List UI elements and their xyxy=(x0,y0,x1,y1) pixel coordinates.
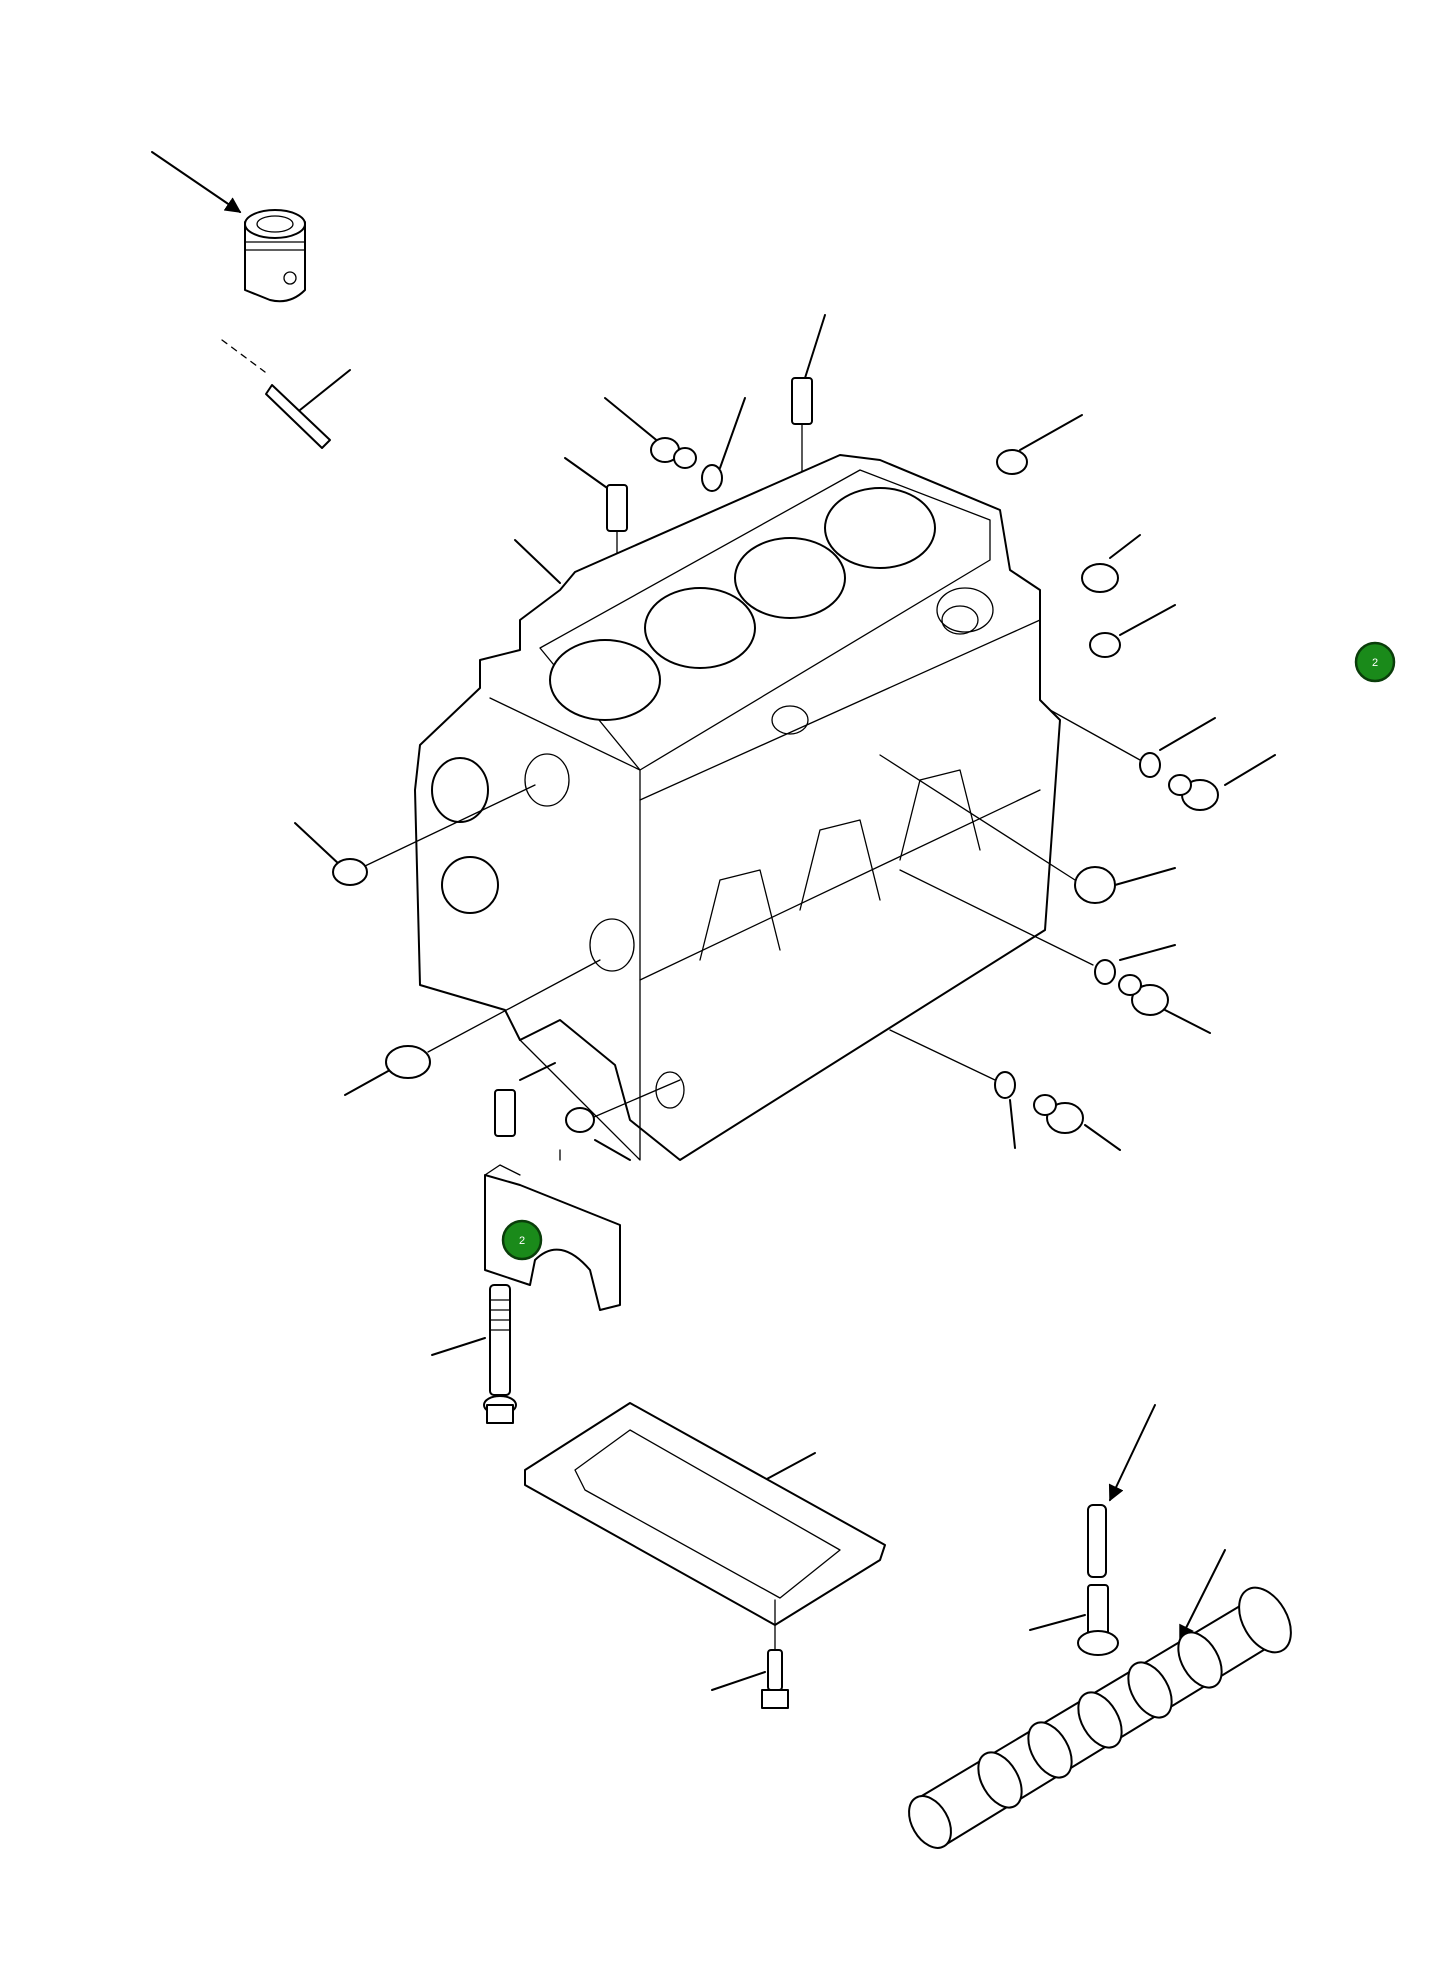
bearing-cap-bolt[interactable] xyxy=(431,1284,517,1424)
oil-pan-gasket[interactable] xyxy=(524,1402,886,1626)
main-bearing-cap[interactable] xyxy=(484,1149,621,1311)
svg-text:2: 2 xyxy=(519,1235,525,1247)
valve-tappet[interactable] xyxy=(1029,1584,1119,1656)
washer-right-2[interactable] xyxy=(899,869,1176,985)
piston-pin[interactable] xyxy=(221,339,351,449)
tappet-pin[interactable] xyxy=(1087,1404,1156,1578)
washer-right-1[interactable] xyxy=(1049,709,1216,778)
cup-plug-left-upper[interactable] xyxy=(294,784,536,886)
washer-top[interactable] xyxy=(701,397,746,492)
plug-bottom[interactable] xyxy=(1033,1094,1121,1151)
cup-plug-right-3[interactable] xyxy=(879,754,1176,904)
plug-right-2[interactable] xyxy=(1118,974,1211,1034)
gasket-bolt[interactable] xyxy=(711,1599,789,1709)
callout-badge-bearing-cap[interactable]: 2 xyxy=(501,1219,543,1261)
cup-plug-right-2[interactable] xyxy=(1089,604,1176,658)
dowel-bearing-cap[interactable] xyxy=(494,1062,556,1137)
cup-plug-right-1[interactable] xyxy=(1081,534,1141,593)
cylinder-block[interactable] xyxy=(414,454,1061,1161)
washer-bottom[interactable] xyxy=(889,1029,1016,1149)
plug-top-left[interactable] xyxy=(604,397,697,469)
plug-right-1[interactable] xyxy=(1168,754,1276,811)
svg-text:2: 2 xyxy=(1372,657,1378,669)
cup-plug-top-right[interactable] xyxy=(996,414,1083,475)
sleeve-left[interactable] xyxy=(344,959,601,1096)
piston[interactable] xyxy=(151,151,306,303)
callout-badge-right[interactable]: 2 xyxy=(1354,641,1396,683)
camshaft[interactable] xyxy=(900,1549,1301,1855)
cup-plug-bottom-left[interactable] xyxy=(565,1079,681,1161)
